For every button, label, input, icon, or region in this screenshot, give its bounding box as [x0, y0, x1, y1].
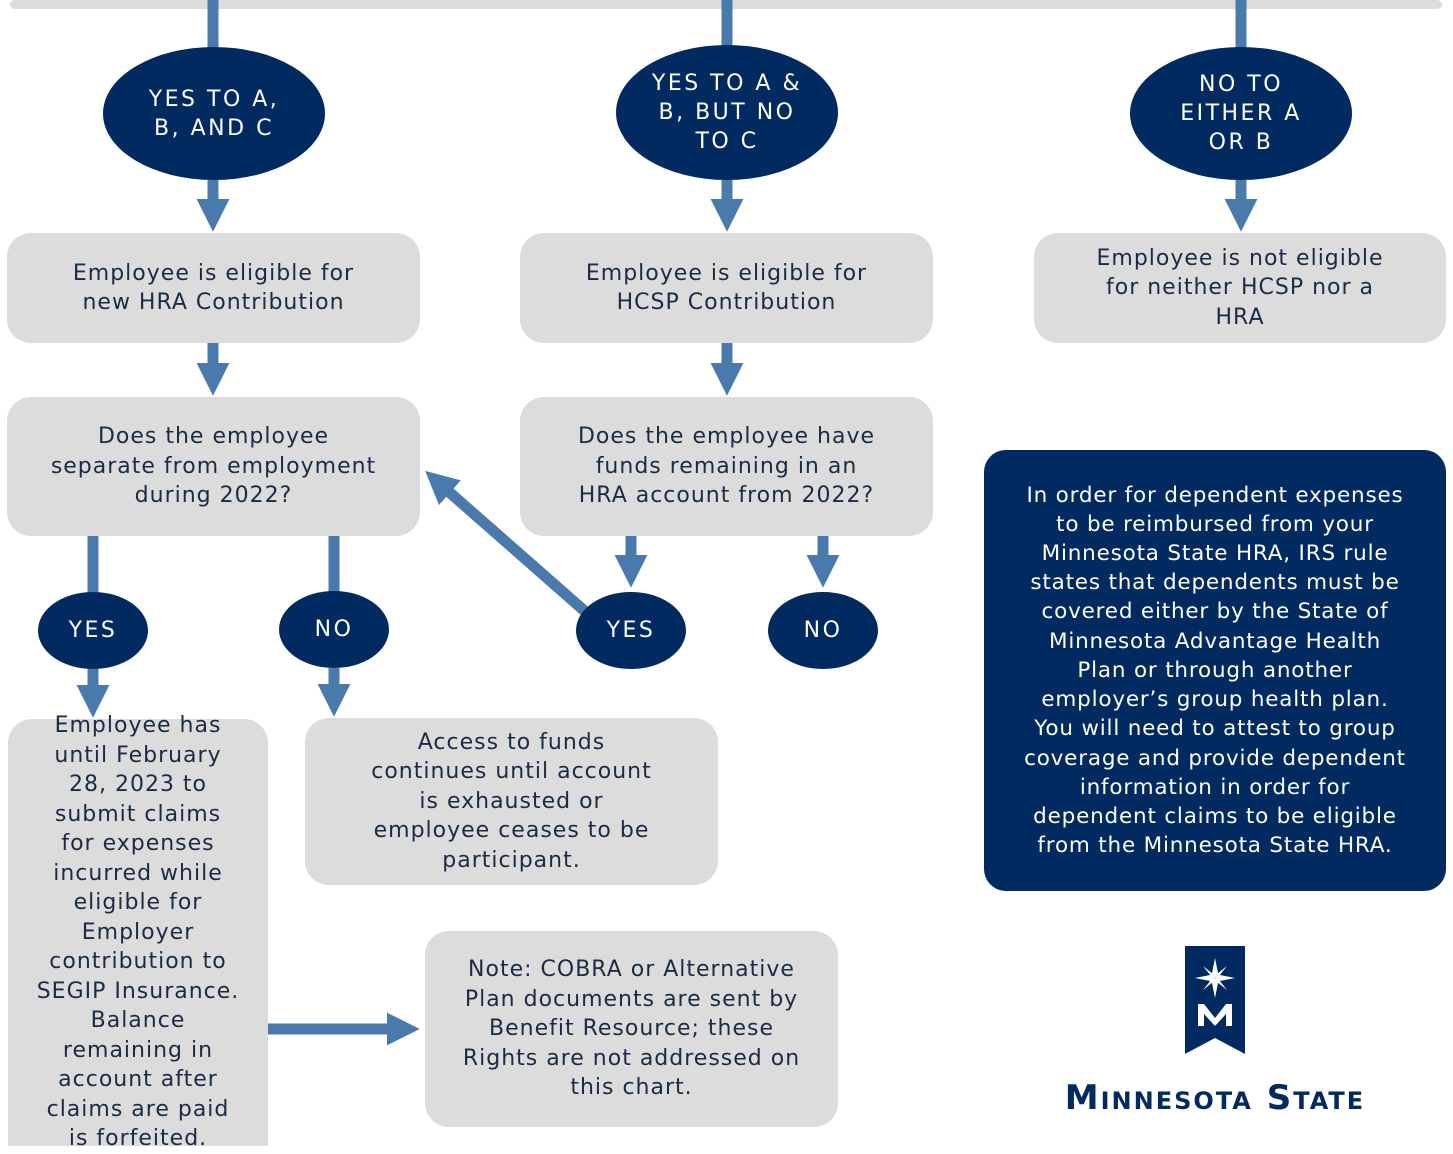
box-deadline-text: Employee has until February 28, 2023 to … [36, 713, 240, 1152]
oval-no-either-label: NO TO EITHER A OR B [1180, 72, 1302, 155]
oval-yes-ab-no-c: YES TO A & B, BUT NO TO C [616, 45, 838, 180]
oval-mid-yes: YES [576, 592, 686, 669]
box-hcsp-eligible-text: Employee is eligible for HCSP Contributi… [585, 260, 868, 316]
oval-left-yes: YES [38, 592, 148, 669]
box-separate-question-text: Does the employee separate from employme… [50, 424, 377, 509]
oval-yes-abc-label: YES TO A, B, AND C [148, 86, 280, 141]
box-hra-eligible: Employee is eligible for new HRA Contrib… [7, 233, 420, 343]
box-hcsp-eligible: Employee is eligible for HCSP Contributi… [520, 233, 933, 343]
oval-left-no-label: NO [314, 617, 354, 642]
oval-yes-abc: YES TO A, B, AND C [103, 47, 325, 180]
box-access-continues: Access to funds continues until account … [305, 718, 718, 885]
box-funds-question: Does the employee have funds remaining i… [520, 397, 933, 536]
box-hra-eligible-text: Employee is eligible for new HRA Contrib… [72, 260, 355, 316]
arrow-fundsyes-separate [425, 470, 592, 619]
oval-left-no: NO [279, 591, 389, 668]
box-cobra-note: Note: COBRA or Alternative Plan document… [425, 931, 838, 1127]
minnesota-state-wordmark: Minnesota State [1064, 1078, 1366, 1118]
box-deadline: Employee has until February 28, 2023 to … [8, 713, 268, 1151]
box-funds-question-text: Does the employee have funds remaining i… [577, 424, 876, 509]
box-separate-question: Does the employee separate from employme… [7, 397, 420, 536]
dependent-note-text: In order for dependent expenses to be re… [1024, 482, 1406, 859]
oval-mid-no: NO [768, 592, 878, 669]
box-not-eligible: Employee is not eligible for neither HCS… [1034, 233, 1446, 343]
box-access-continues-text: Access to funds continues until account … [371, 729, 652, 873]
box-cobra-note-text: Note: COBRA or Alternative Plan document… [462, 957, 801, 1101]
dependent-note: In order for dependent expenses to be re… [984, 450, 1446, 891]
oval-yes-ab-no-c-label: YES TO A & B, BUT NO TO C [651, 71, 803, 154]
oval-left-yes-label: YES [68, 618, 118, 643]
oval-mid-no-label: NO [803, 618, 843, 643]
oval-no-either: NO TO EITHER A OR B [1130, 47, 1352, 180]
box-not-eligible-text: Employee is not eligible for neither HCS… [1096, 245, 1384, 330]
minnesota-state-logo-icon [1185, 946, 1245, 1054]
oval-mid-yes-label: YES [606, 618, 656, 643]
